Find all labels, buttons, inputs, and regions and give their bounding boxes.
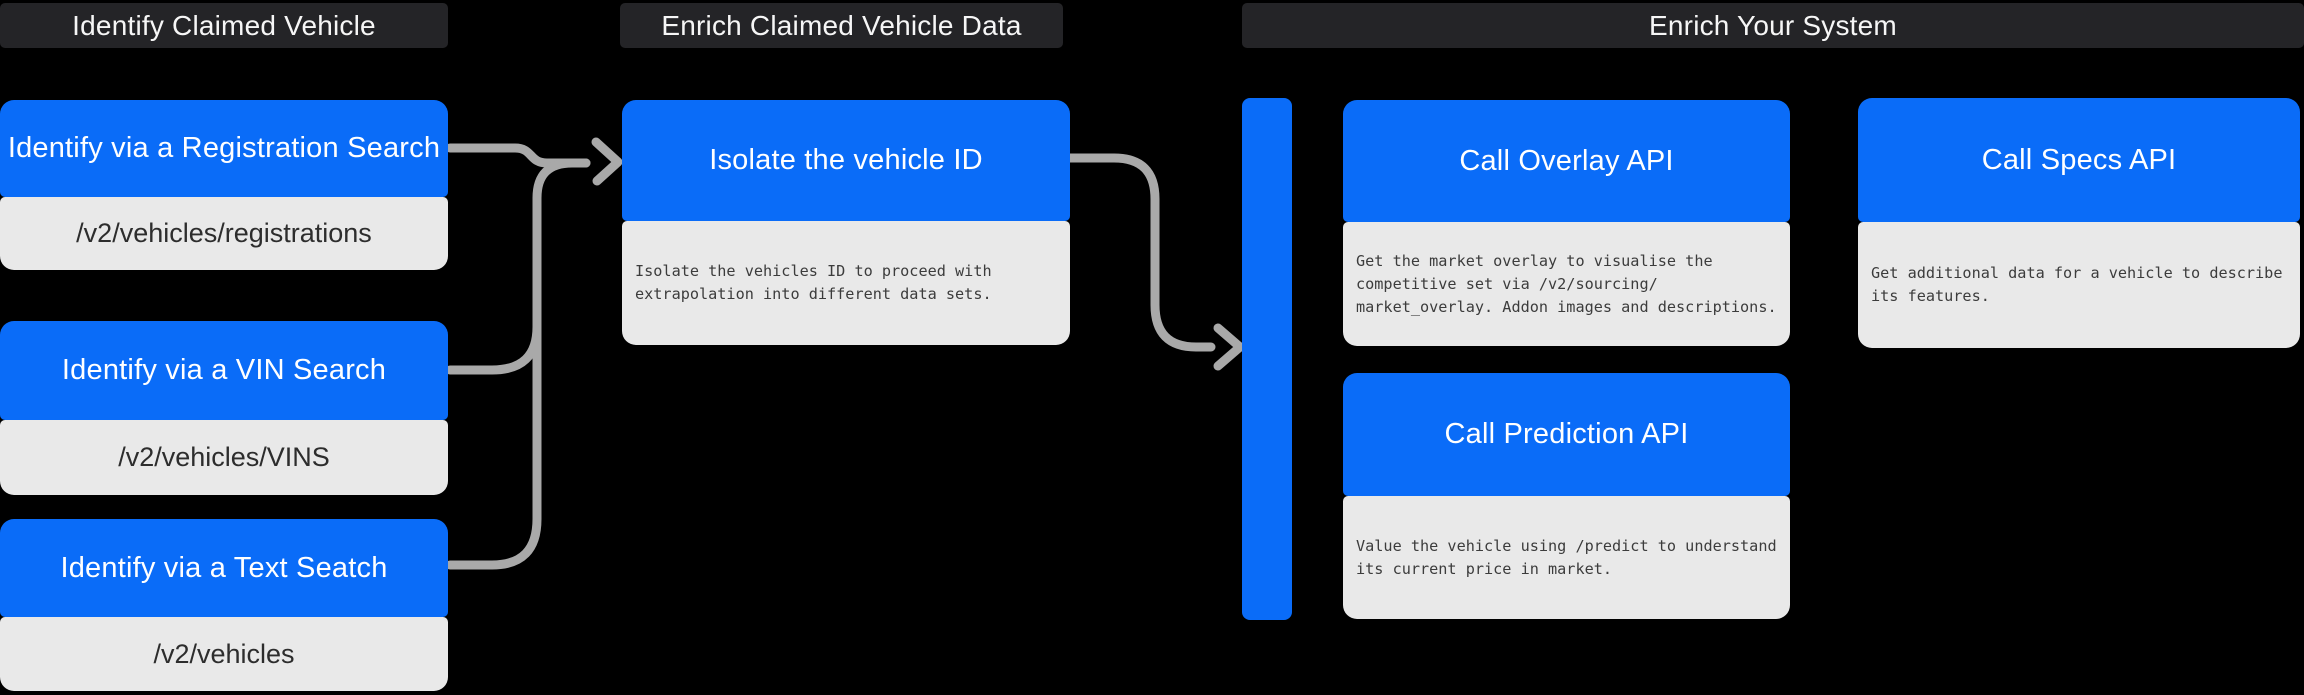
node-identify-text-search[interactable]: Identify via a Text Seatch /v2/vehicles — [0, 519, 448, 691]
node-header: Identify via a Text Seatch — [0, 519, 448, 617]
connector-registration-to-isolate — [445, 143, 591, 168]
node-title: Identify via a Registration Search — [7, 132, 441, 164]
arrowhead-icon — [1213, 323, 1245, 371]
node-body: /v2/vehicles — [0, 617, 448, 691]
node-header: Identify via a Registration Search — [0, 100, 448, 197]
node-body: /v2/vehicles/VINS — [0, 420, 448, 495]
endpoint-path: /v2/vehicles/registrations — [76, 218, 372, 248]
endpoint-path: /v2/vehicles — [153, 638, 295, 669]
connector-isolate-to-system — [1065, 153, 1216, 352]
endpoint-path: /v2/vehicles/VINS — [118, 442, 330, 472]
node-call-prediction-api[interactable]: Call Prediction API Value the vehicle us… — [1343, 373, 1790, 619]
node-title: Identify via a VIN Search — [61, 354, 387, 386]
node-body: Isolate the vehicles ID to proceed with … — [622, 221, 1070, 345]
node-identify-registration-search[interactable]: Identify via a Registration Search /v2/v… — [0, 100, 448, 270]
section-header-enrich-your-system: Enrich Your System — [1242, 3, 2304, 48]
node-call-specs-api[interactable]: Call Specs API Get additional data for a… — [1858, 98, 2300, 348]
node-title: Call Prediction API — [1444, 418, 1689, 450]
node-description: Isolate the vehicles ID to proceed with … — [635, 262, 992, 303]
node-title: Isolate the vehicle ID — [709, 144, 983, 176]
node-body: Get the market overlay to visualise the … — [1343, 222, 1790, 346]
node-isolate-vehicle-id[interactable]: Isolate the vehicle ID Isolate the vehic… — [622, 100, 1070, 345]
node-title: Call Overlay API — [1459, 144, 1674, 177]
node-header: Call Overlay API — [1343, 100, 1790, 222]
section-header-label: Enrich Claimed Vehicle Data — [661, 9, 1022, 41]
connector-text-to-isolate — [445, 158, 591, 570]
node-header: Isolate the vehicle ID — [622, 100, 1070, 221]
node-header: Call Prediction API — [1343, 373, 1790, 496]
connector-vin-to-isolate — [445, 322, 542, 375]
arrowhead-icon — [591, 137, 623, 186]
section-header-label: Enrich Your System — [1649, 9, 1897, 41]
node-title: Call Specs API — [1981, 143, 2177, 176]
node-description: Get additional data for a vehicle to des… — [1871, 264, 2283, 305]
section-header-label: Identify Claimed Vehicle — [72, 9, 376, 41]
node-body: Value the vehicle using /predict to unde… — [1343, 496, 1790, 619]
node-call-overlay-api[interactable]: Call Overlay API Get the market overlay … — [1343, 100, 1790, 346]
node-title: Identify via a Text Seatch — [60, 551, 388, 584]
node-header: Identify via a VIN Search — [0, 321, 448, 420]
node-description: Get the market overlay to visualise the … — [1356, 251, 1777, 316]
node-header: Call Specs API — [1858, 98, 2300, 222]
system-boundary-bar — [1242, 98, 1292, 620]
node-body: Get additional data for a vehicle to des… — [1858, 222, 2300, 348]
node-body: /v2/vehicles/registrations — [0, 197, 448, 270]
section-header-enrich-claimed-vehicle-data: Enrich Claimed Vehicle Data — [620, 3, 1063, 48]
section-header-identify-claimed-vehicle: Identify Claimed Vehicle — [0, 3, 448, 48]
node-identify-vin-search[interactable]: Identify via a VIN Search /v2/vehicles/V… — [0, 321, 448, 495]
node-description: Value the vehicle using /predict to unde… — [1356, 536, 1777, 578]
